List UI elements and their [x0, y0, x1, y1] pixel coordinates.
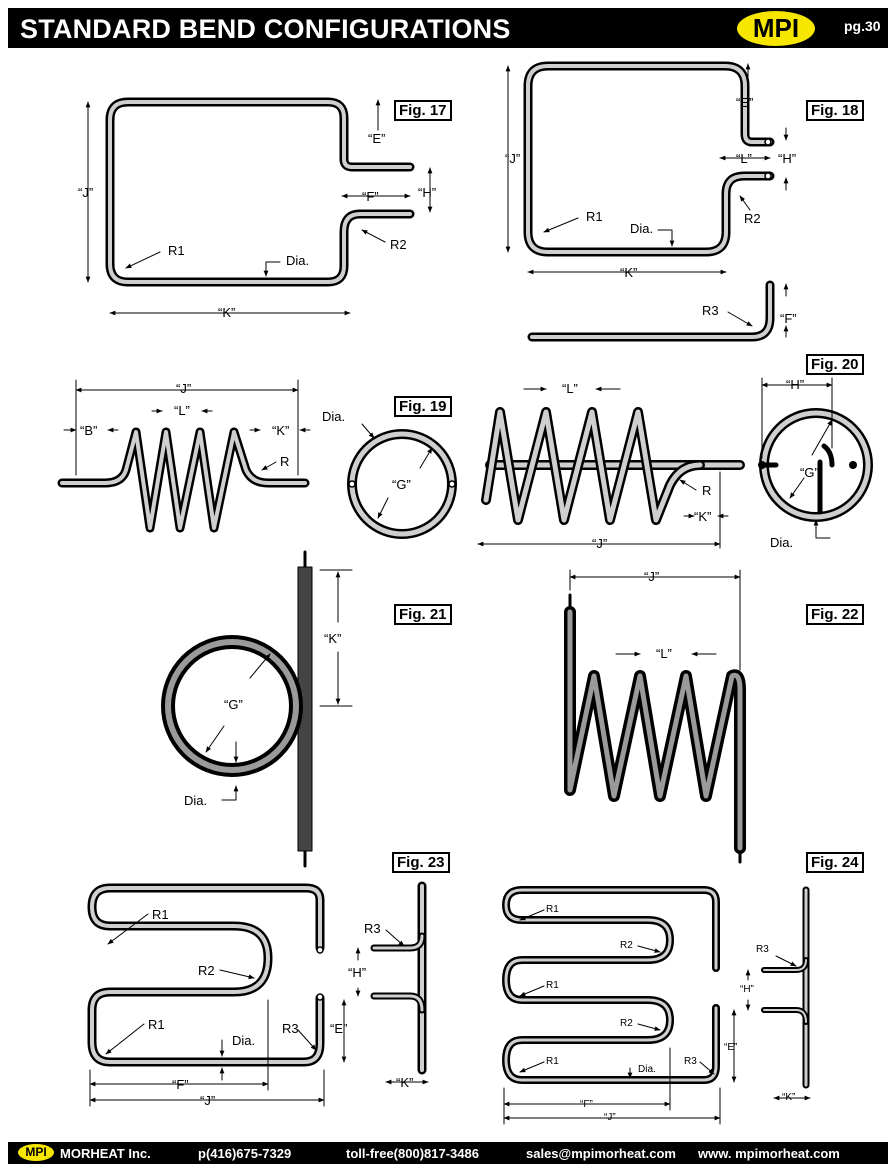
fig22-label: Fig. 22 [806, 604, 864, 625]
fig17-dim-j: “J” [78, 185, 94, 200]
fig23-dim-j: “J” [200, 1093, 216, 1108]
fig24-drawing [502, 886, 811, 1125]
fig23-r1-top: R1 [152, 907, 169, 922]
fig21-dim-g: “G” [224, 697, 243, 712]
fig19-dim-l: “L” [174, 403, 190, 418]
fig20-r: R [702, 483, 712, 498]
fig21-drawing [161, 550, 353, 868]
fig24-dim-f: “F” [580, 1099, 593, 1110]
fig24-dim-e: “E” [724, 1042, 738, 1053]
fig20-label: Fig. 20 [806, 354, 864, 375]
fig20-dia: Dia. [770, 535, 794, 550]
footer-phone: p(416)675-7329 [198, 1146, 292, 1161]
fig21-label: Fig. 21 [394, 604, 452, 625]
fig23-r1-bottom: R1 [148, 1017, 165, 1032]
fig24-dim-j: “J” [604, 1112, 616, 1123]
fig24-r3-side: R3 [756, 944, 769, 955]
fig24-r3-bend: R3 [684, 1056, 697, 1067]
fig24-dia: Dia. [638, 1064, 656, 1075]
fig24-r1-a: R1 [546, 904, 559, 915]
fig18-r3: R3 [702, 303, 719, 318]
fig17-label: Fig. 17 [394, 100, 452, 121]
fig24-r2-a: R2 [620, 940, 633, 951]
fig21-dia: Dia. [184, 793, 208, 808]
fig18-dim-k: “K” [620, 265, 638, 280]
fig23-r3-bend: R3 [282, 1021, 299, 1036]
fig20-dim-g: “G” [800, 465, 819, 480]
fig18-dim-f: “F” [780, 311, 797, 326]
fig18-dim-e: “E” [736, 95, 754, 110]
page-title: STANDARD BEND CONFIGURATIONS [20, 14, 511, 44]
fig19-dim-b: “B” [80, 423, 98, 438]
fig18-dim-h: “H” [778, 151, 797, 166]
fig22-drawing [564, 569, 746, 864]
fig23-r3-side: R3 [364, 921, 381, 936]
fig17-r1: R1 [168, 243, 185, 258]
page-number: pg.30 [844, 18, 881, 34]
fig23-dim-k: “K” [396, 1075, 414, 1090]
fig19-label: Fig. 19 [394, 396, 452, 417]
page-footer: MPI MORHEAT Inc. p(416)675-7329 toll-fre… [8, 1142, 888, 1164]
fig20-dim-h: “H” [786, 377, 805, 392]
fig23-dim-f: “F” [172, 1077, 189, 1092]
fig21-dim-k: “K” [324, 631, 342, 646]
fig23-drawing [87, 881, 429, 1107]
fig24-dim-h: “H” [740, 984, 754, 995]
fig24-r1-c: R1 [546, 1056, 559, 1067]
fig18-r2: R2 [744, 211, 761, 226]
fig23-dia: Dia. [232, 1033, 256, 1048]
fig20-dim-k: “K” [694, 509, 712, 524]
fig22-dim-j: “J” [644, 569, 660, 584]
fig19-drawing [57, 379, 457, 539]
fig17-dim-h: “H” [418, 185, 437, 200]
fig19-dim-g: “G” [392, 477, 411, 492]
fig23-label: Fig. 23 [392, 852, 450, 873]
fig19-r: R [280, 454, 290, 469]
fig24-r2-b: R2 [620, 1018, 633, 1029]
fig18-dim-j: “J” [505, 151, 521, 166]
footer-company: MORHEAT Inc. [60, 1146, 151, 1161]
fig22-dim-l: “L” [656, 646, 672, 661]
fig23-dim-e: “E” [330, 1021, 348, 1036]
fig17-dim-e: “E” [368, 131, 386, 146]
footer-tollfree: toll-free(800)817-3486 [346, 1146, 479, 1161]
fig17-drawing [85, 97, 433, 316]
footer-email[interactable]: sales@mpimorheat.com [526, 1146, 676, 1161]
fig18-label: Fig. 18 [806, 100, 864, 121]
footer-website[interactable]: www. mpimorheat.com [698, 1146, 840, 1161]
mpi-logo: MPI [736, 10, 816, 47]
fig24-dim-k: “K” [782, 1092, 796, 1103]
fig24-r1-b: R1 [546, 980, 559, 991]
fig20-dim-l: “L” [562, 381, 578, 396]
fig17-dia: Dia. [286, 253, 310, 268]
fig20-drawing [477, 377, 873, 549]
fig18-dia: Dia. [630, 221, 654, 236]
fig18-drawing [505, 61, 789, 342]
fig23-dim-h: “H” [348, 965, 367, 980]
fig17-r2: R2 [390, 237, 407, 252]
footer-mpi-logo: MPI [18, 1144, 54, 1161]
fig19-dim-j: “J” [176, 381, 192, 396]
fig19-dia: Dia. [322, 409, 346, 424]
fig18-r1: R1 [586, 209, 603, 224]
fig19-dim-k: “K” [272, 423, 290, 438]
fig17-dim-k: “K” [218, 305, 236, 320]
fig20-dim-j: “J” [592, 536, 608, 551]
fig23-r2: R2 [198, 963, 215, 978]
fig24-label: Fig. 24 [806, 852, 864, 873]
fig18-dim-l: “L” [736, 151, 752, 166]
fig17-dim-f: “F” [362, 189, 379, 204]
page-header: STANDARD BEND CONFIGURATIONS MPI pg.30 [8, 8, 888, 48]
